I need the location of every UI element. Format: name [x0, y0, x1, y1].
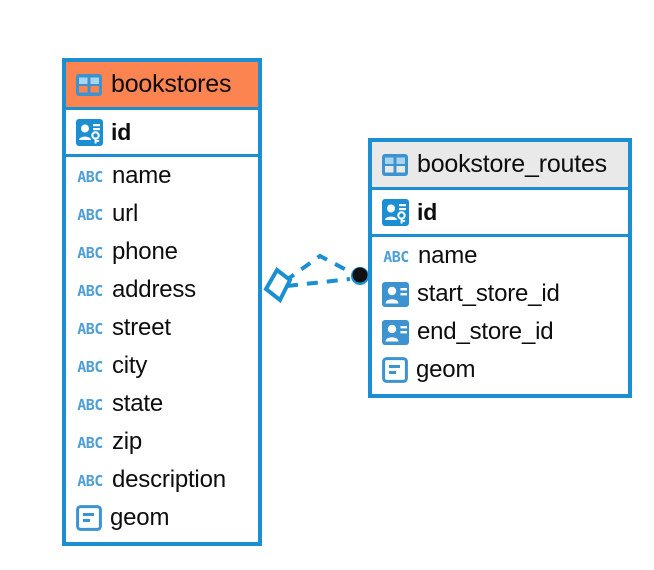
foreign-key-icon	[382, 281, 409, 307]
field-label-phone: phone	[112, 238, 178, 265]
entity-header-bookstores[interactable]: bookstores	[66, 62, 258, 110]
entity-bookstores[interactable]: bookstores id ABC name	[62, 58, 262, 546]
primary-key-icon	[382, 198, 409, 226]
field-label-name: name	[418, 242, 478, 269]
table-icon	[76, 73, 102, 96]
field-row-state[interactable]: ABC state	[66, 385, 258, 423]
field-label-url: url	[112, 200, 139, 227]
field-label-city: city	[112, 352, 148, 379]
field-row-name[interactable]: ABC name	[372, 237, 628, 275]
text-abc-icon: ABC	[77, 243, 103, 262]
relationship-line-straight	[286, 277, 351, 288]
field-label-name: name	[112, 162, 172, 189]
relationship-line-fork	[283, 253, 355, 283]
text-abc-icon: ABC	[77, 395, 103, 414]
field-label-start-store-id: start_store_id	[417, 280, 560, 307]
foreign-key-icon	[382, 319, 409, 345]
field-row-zip[interactable]: ABC zip	[66, 423, 258, 461]
field-row-url[interactable]: ABC url	[66, 195, 258, 233]
text-abc-icon: ABC	[77, 167, 103, 186]
field-label-id: id	[111, 118, 132, 145]
table-icon	[382, 153, 408, 176]
relationship-target-circle-icon	[351, 267, 369, 285]
field-row-street[interactable]: ABC street	[66, 309, 258, 347]
entity-header-bookstore-routes[interactable]: bookstore_routes	[372, 142, 628, 190]
field-row-end-store-id[interactable]: end_store_id	[372, 313, 628, 351]
field-row-city[interactable]: ABC city	[66, 347, 258, 385]
text-abc-icon: ABC	[77, 357, 103, 376]
entity-title-bookstore-routes: bookstore_routes	[417, 150, 607, 178]
field-label-id: id	[417, 198, 438, 225]
text-abc-icon: ABC	[77, 433, 103, 452]
primary-key-icon	[76, 118, 103, 146]
text-abc-icon: ABC	[383, 247, 409, 266]
geometry-icon	[76, 505, 102, 531]
field-label-geom: geom	[416, 356, 476, 383]
entity-bookstore-routes[interactable]: bookstore_routes id ABC name	[368, 138, 632, 398]
field-row-address[interactable]: ABC address	[66, 271, 258, 309]
field-label-geom: geom	[110, 504, 170, 531]
field-row-id[interactable]: id	[66, 110, 258, 157]
field-label-street: street	[112, 314, 171, 341]
field-row-name[interactable]: ABC name	[66, 157, 258, 195]
field-label-end-store-id: end_store_id	[417, 318, 554, 345]
field-row-description[interactable]: ABC description	[66, 461, 258, 499]
field-row-id[interactable]: id	[372, 190, 628, 237]
field-row-phone[interactable]: ABC phone	[66, 233, 258, 271]
text-abc-icon: ABC	[77, 471, 103, 490]
field-row-start-store-id[interactable]: start_store_id	[372, 275, 628, 313]
text-abc-icon: ABC	[77, 319, 103, 338]
field-label-description: description	[112, 466, 226, 493]
relationship-source-diamond-icon	[263, 267, 293, 304]
geometry-icon	[382, 357, 408, 383]
field-label-address: address	[112, 276, 196, 303]
text-abc-icon: ABC	[77, 205, 103, 224]
field-row-geom[interactable]: geom	[372, 351, 628, 389]
text-abc-icon: ABC	[77, 281, 103, 300]
field-row-geom[interactable]: geom	[66, 499, 258, 537]
field-label-state: state	[112, 390, 164, 417]
field-label-zip: zip	[112, 428, 143, 455]
entity-title-bookstores: bookstores	[111, 70, 232, 98]
